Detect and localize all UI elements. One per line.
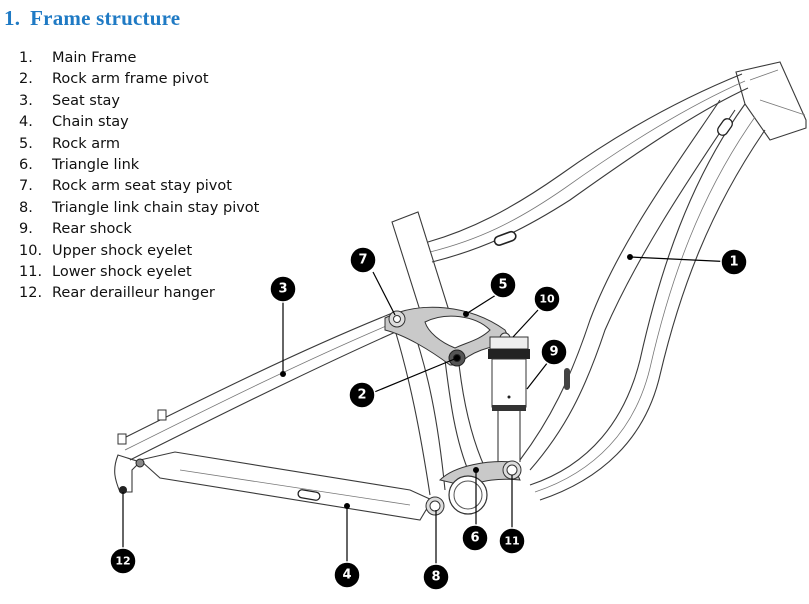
callout-11: 11 xyxy=(498,527,526,555)
seat-stay xyxy=(117,311,401,461)
callout-label: 12 xyxy=(115,555,130,568)
parts-list-item: 4. Chain stay xyxy=(19,112,259,133)
callout-8: 8 xyxy=(422,563,450,591)
callout-label: 5 xyxy=(498,278,507,293)
section-number: 1. xyxy=(4,6,21,30)
triangle-link-shape xyxy=(425,460,522,516)
rear-shock xyxy=(488,336,530,462)
callout-label: 8 xyxy=(431,570,440,585)
parts-list-item: 3. Seat stay xyxy=(19,91,259,112)
leader-lines xyxy=(122,254,736,566)
down-tube xyxy=(519,99,766,501)
chain-stay xyxy=(138,451,433,521)
parts-list-item: 11. Lower shock eyelet xyxy=(19,262,259,283)
parts-list-item: 12. Rear derailleur hanger xyxy=(19,283,259,304)
parts-list-item: 2. Rock arm frame pivot xyxy=(19,69,259,90)
callout-label: 7 xyxy=(358,253,367,268)
item-number: 6. xyxy=(19,156,33,173)
section-title-text: Frame structure xyxy=(30,6,181,30)
callout-2: 2 xyxy=(348,381,376,409)
parts-list-item: 8. Triangle link chain stay pivot xyxy=(19,198,259,219)
item-label: Seat stay xyxy=(52,92,121,109)
callout-label: 9 xyxy=(549,345,558,360)
item-label: Lower shock eyelet xyxy=(52,263,192,280)
item-number: 11. xyxy=(19,263,43,280)
item-number: 9. xyxy=(19,221,33,238)
item-number: 8. xyxy=(19,199,33,216)
item-label: Chain stay xyxy=(52,114,129,131)
parts-list-item: 6. Triangle link xyxy=(19,155,259,176)
item-number: 5. xyxy=(19,135,33,152)
callout-label: 11 xyxy=(504,535,519,548)
callout-label: 4 xyxy=(342,568,351,583)
item-label: Triangle link xyxy=(52,156,140,173)
parts-list-item: 10. Upper shock eyelet xyxy=(19,241,259,262)
item-number: 1. xyxy=(19,50,33,66)
item-number: 2. xyxy=(19,71,33,88)
callout-6: 6 xyxy=(461,524,489,552)
callout-7: 7 xyxy=(349,246,377,274)
item-label: Main Frame xyxy=(52,50,137,66)
item-number: 3. xyxy=(19,92,33,109)
callout-3: 3 xyxy=(269,275,297,303)
callout-label: 1 xyxy=(729,255,738,270)
item-label: Rear derailleur hanger xyxy=(52,285,215,302)
dropout xyxy=(114,454,145,494)
parts-list-item: 5. Rock arm xyxy=(19,134,259,155)
callout-12: 12 xyxy=(109,547,137,575)
item-label: Upper shock eyelet xyxy=(52,242,193,259)
callout-label: 2 xyxy=(357,388,366,403)
parts-list-item: 9. Rear shock xyxy=(19,219,259,240)
item-label: Triangle link chain stay pivot xyxy=(52,199,260,216)
parts-list-item: 1. Main Frame xyxy=(19,48,259,69)
callout-4: 4 xyxy=(333,561,361,589)
item-number: 10. xyxy=(19,242,43,259)
item-label: Rock arm frame pivot xyxy=(52,71,209,88)
callout-5: 5 xyxy=(489,271,517,299)
callout-label: 10 xyxy=(539,293,555,306)
callout-9: 9 xyxy=(540,338,568,366)
callout-label: 3 xyxy=(278,282,287,297)
callout-10: 10 xyxy=(533,285,561,313)
item-label: Rock arm xyxy=(52,135,120,152)
callout-label: 6 xyxy=(470,531,479,546)
item-number: 7. xyxy=(19,178,33,195)
top-tube xyxy=(427,73,749,263)
parts-list: 1. Main Frame 2. Rock arm frame pivot 3. Se… xyxy=(19,48,259,305)
parts-list-item: 7. Rock arm seat stay pivot xyxy=(19,176,259,197)
item-label: Rear shock xyxy=(52,221,132,238)
section-title: 1. Frame structure xyxy=(4,6,180,31)
callout-1: 1 xyxy=(720,248,748,276)
item-number: 4. xyxy=(19,114,33,131)
head-tube xyxy=(735,61,807,141)
item-label: Rock arm seat stay pivot xyxy=(52,178,232,195)
item-number: 12. xyxy=(19,285,43,302)
